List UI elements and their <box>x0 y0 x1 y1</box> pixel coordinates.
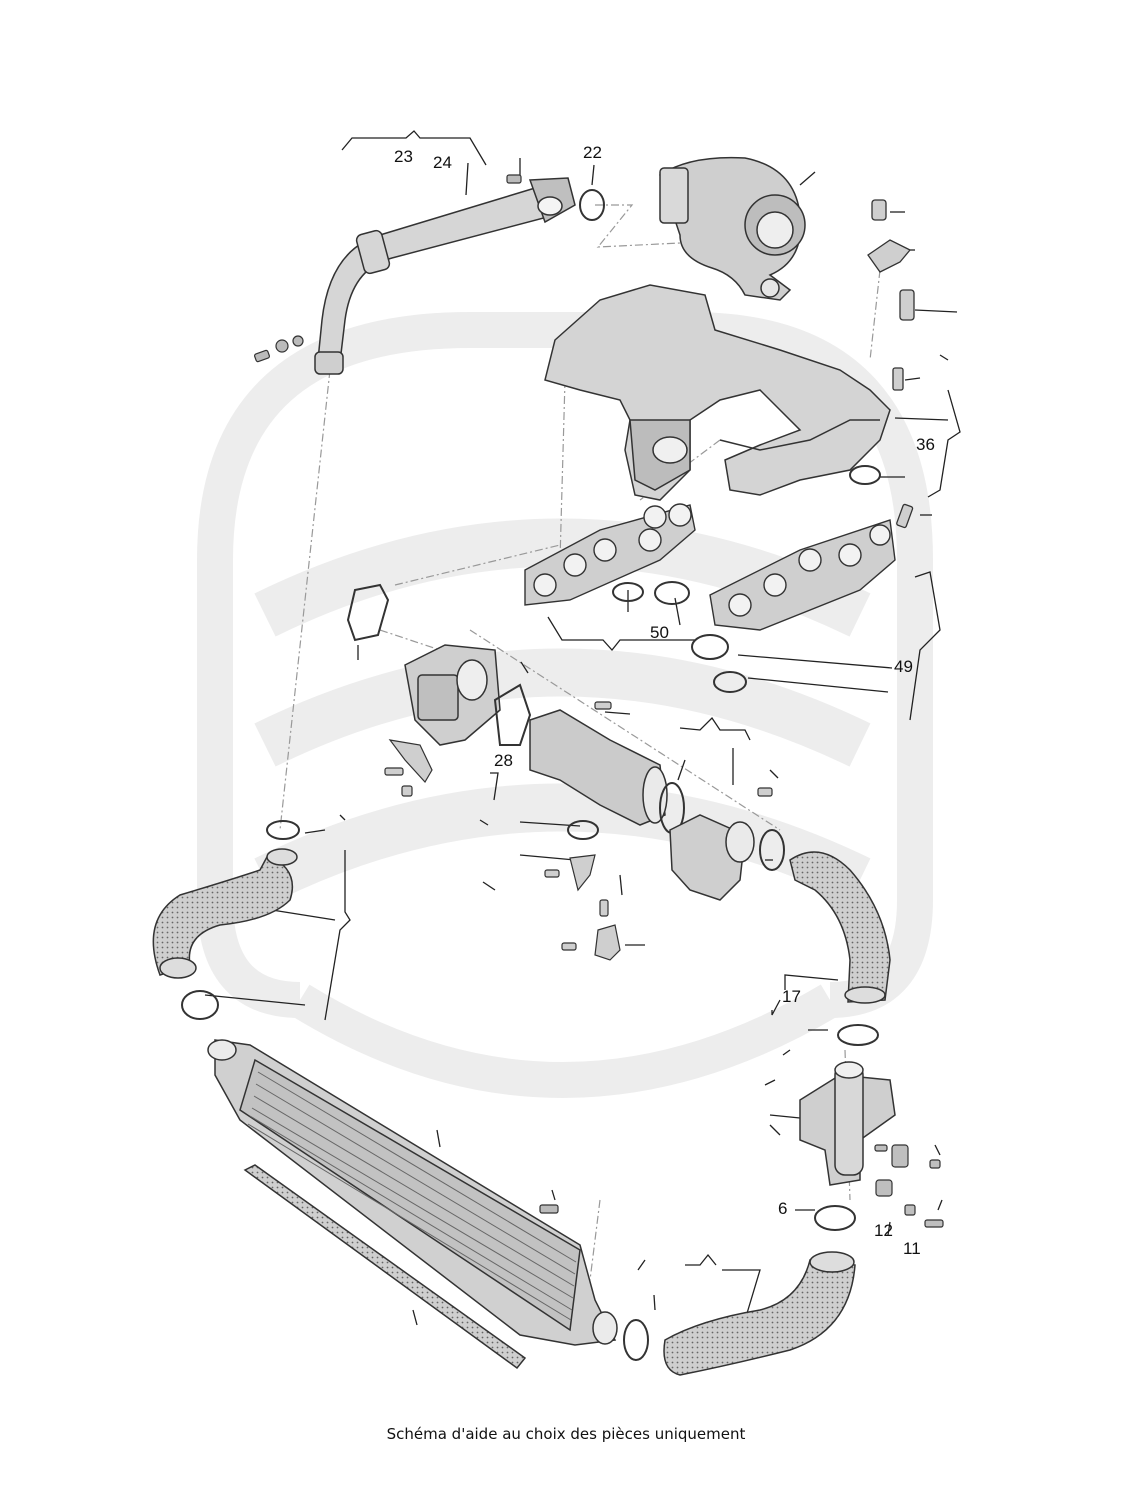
throttle-valve[interactable] <box>669 814 755 901</box>
hose-left-upper[interactable] <box>152 848 298 979</box>
callout-24: 24 <box>433 153 452 172</box>
egr-valve[interactable] <box>404 644 501 746</box>
hose-right-17[interactable] <box>789 851 891 1004</box>
bolt-intercooler[interactable] <box>539 1204 559 1214</box>
callout-50: 50 <box>650 623 669 642</box>
small-brackets[interactable] <box>384 701 773 961</box>
intercooler[interactable] <box>207 1039 618 1346</box>
callout-11: 11 <box>903 1239 921 1258</box>
clamp-lower[interactable] <box>623 1319 649 1361</box>
clamp-17[interactable] <box>837 1024 879 1046</box>
callout-36: 36 <box>916 435 935 454</box>
gasket-left[interactable] <box>346 583 390 642</box>
turbocharger[interactable] <box>659 156 806 301</box>
intake-pipe-23-24[interactable] <box>314 177 576 375</box>
clamp-hose-left-top[interactable] <box>266 820 300 840</box>
seal-strip[interactable] <box>243 1164 527 1370</box>
o-ring-lower[interactable] <box>567 820 599 840</box>
clamp-throttle[interactable] <box>759 829 785 871</box>
flap-plate-left[interactable] <box>524 503 696 606</box>
bolt-set-pipe[interactable] <box>254 174 522 363</box>
flap-plate-right[interactable] <box>709 519 896 631</box>
o-rings-50[interactable] <box>612 581 690 605</box>
sensor-12-11[interactable] <box>874 1144 944 1228</box>
callout-17: 17 <box>782 987 801 1006</box>
o-rings-49[interactable] <box>691 634 747 693</box>
leader-lines <box>204 130 961 1331</box>
callout-22: 22 <box>583 143 602 162</box>
clamp-hose-left-bottom[interactable] <box>181 990 219 1020</box>
gasket-28[interactable] <box>493 683 532 746</box>
flange-connector[interactable] <box>799 1061 896 1186</box>
callout-28: 28 <box>494 751 513 770</box>
hose-lower-right[interactable] <box>663 1251 856 1376</box>
callout-6: 6 <box>778 1199 788 1218</box>
clamp-6[interactable] <box>814 1205 856 1231</box>
o-ring-22[interactable] <box>579 189 605 221</box>
callout-49: 49 <box>894 657 913 676</box>
o-ring-36[interactable] <box>849 465 881 485</box>
disclaimer-caption: Schéma d'aide au choix des pièces unique… <box>386 1425 746 1443</box>
intake-manifold[interactable] <box>544 284 891 501</box>
bracket-top-right[interactable] <box>867 199 915 529</box>
callout-23: 23 <box>394 147 413 166</box>
callout-12: 12 <box>874 1221 893 1240</box>
